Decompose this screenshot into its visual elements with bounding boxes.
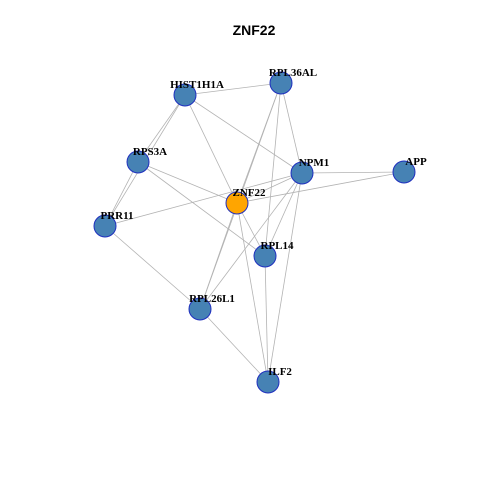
edge-rpl36al-npm1 [280, 82, 303, 174]
edge-hist1h1a-rpl36al [184, 82, 282, 96]
edge-prr11-npm1 [104, 172, 303, 227]
node-label-ilf2: ILF2 [268, 366, 292, 378]
node-circle-znf22 [225, 191, 249, 215]
edge-znf22-ilf2 [236, 202, 269, 383]
node-label-rpl26l1: RPL26L1 [189, 293, 235, 305]
node-label-hist1h1a: HIST1H1A [170, 79, 224, 91]
node-label-npm1: NPM1 [299, 157, 330, 169]
node-rpl14: RPL14 [253, 240, 295, 268]
node-label-rpl36al: RPL36AL [269, 67, 317, 79]
node-label-app: APP [405, 156, 427, 168]
edge-rpl14-ilf2 [264, 255, 269, 383]
node-hist1h1a: HIST1H1A [170, 79, 224, 107]
node-label-znf22: ZNF22 [233, 187, 267, 199]
node-npm1: NPM1 [290, 157, 330, 185]
node-rps3a: RPS3A [126, 146, 167, 174]
node-layer: ZNF22 HIST1H1A RPL36AL RPS3A NPM1 APP PRR11RPL… [93, 67, 427, 394]
node-app: APP [392, 156, 427, 184]
edge-npm1-rpl14 [264, 172, 303, 257]
edge-npm1-znf22 [236, 172, 303, 204]
node-ilf2: ILF2 [256, 366, 292, 394]
edge-rpl26l1-ilf2 [199, 308, 269, 383]
node-circle-hist1h1a [173, 83, 197, 107]
edge-npm1-ilf2 [267, 172, 303, 383]
diagram-title: ZNF22 [233, 22, 276, 38]
edge-hist1h1a-rps3a [137, 94, 186, 163]
node-circle-app [392, 160, 416, 184]
edge-hist1h1a-znf22 [184, 94, 238, 204]
node-rpl26l1: RPL26L1 [188, 293, 235, 321]
node-circle-rpl26l1 [188, 297, 212, 321]
node-circle-rpl36al [269, 71, 293, 95]
edge-hist1h1a-npm1 [184, 94, 303, 174]
edge-prr11-rpl26l1 [104, 225, 201, 310]
node-label-rps3a: RPS3A [133, 146, 167, 158]
edge-znf22-rpl26l1 [199, 202, 238, 310]
node-circle-rps3a [126, 150, 150, 174]
edge-npm1-app [301, 171, 405, 174]
node-znf22: ZNF22 [225, 187, 267, 215]
node-circle-ilf2 [256, 370, 280, 394]
node-label-rpl14: RPL14 [261, 240, 295, 252]
edge-app-znf22 [236, 171, 405, 204]
edge-rpl36al-rpl14 [264, 82, 282, 257]
node-prr11: PRR11 [93, 210, 134, 238]
edge-rps3a-znf22 [137, 161, 238, 204]
edge-npm1-rpl26l1 [199, 172, 303, 310]
node-rpl36al: RPL36AL [269, 67, 317, 95]
node-circle-npm1 [290, 161, 314, 185]
node-label-prr11: PRR11 [101, 210, 134, 222]
edge-layer [104, 82, 405, 383]
edge-rps3a-prr11 [104, 161, 139, 227]
node-circle-prr11 [93, 214, 117, 238]
node-circle-rpl14 [253, 244, 277, 268]
